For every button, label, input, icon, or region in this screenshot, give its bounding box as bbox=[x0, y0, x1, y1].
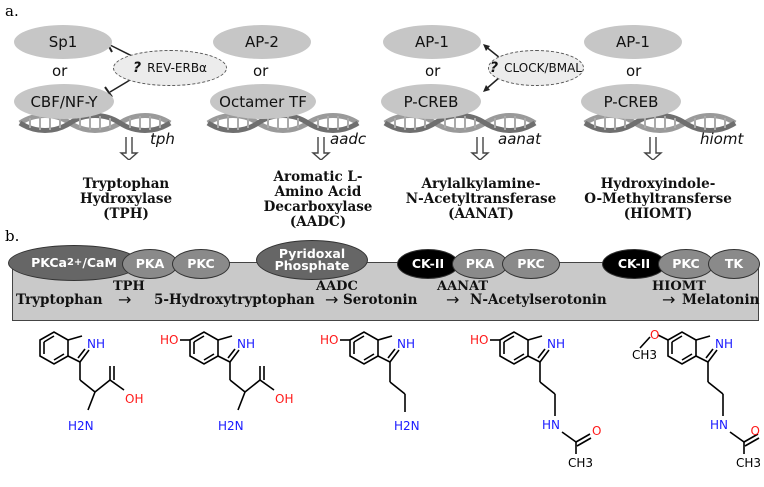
pkc-cofactor-3: PKC bbox=[658, 249, 714, 279]
compound-melatonin: Melatonin bbox=[682, 292, 760, 308]
dna-helix-3 bbox=[385, 116, 535, 131]
pyridoxal-phosphate-cofactor: Pyridoxal Phosphate bbox=[256, 240, 368, 280]
or-label-1: or bbox=[52, 62, 68, 80]
chemical-structures: NH OH H2N HO NH OH H2N HO NH H2N HO bbox=[39, 328, 761, 470]
enzyme-aadc: Aromatic L- Amino Acid Decarboxylase (AA… bbox=[263, 169, 373, 230]
dna-helices bbox=[0, 40, 764, 160]
phosphate-label: Phosphate bbox=[274, 258, 350, 273]
dna-helix-2 bbox=[208, 116, 358, 131]
enzyme-aanat: Arylalkylamine- N-Acetyltransferase (AAN… bbox=[405, 176, 557, 222]
enzyme-tph: Tryptophan Hydroxylase (TPH) bbox=[79, 176, 173, 222]
ap2-factor: AP-2 bbox=[213, 25, 311, 59]
gene-aadc: aadc bbox=[330, 130, 367, 148]
mel-o2: O bbox=[751, 424, 760, 438]
nas-ch3: CH3 bbox=[568, 456, 593, 470]
gene-hiomt: hiomt bbox=[700, 130, 744, 148]
mel-o: O bbox=[650, 328, 659, 342]
pka-cofactor-1: PKA bbox=[122, 249, 178, 279]
pyridoxal-label: Pyridoxal bbox=[278, 246, 346, 261]
ck2-cofactor-1: CK-II bbox=[397, 249, 459, 279]
pathway-arrow-1: → bbox=[118, 290, 132, 309]
dna-helix-4 bbox=[585, 116, 735, 131]
pka-cofactor-2: PKA bbox=[452, 249, 508, 279]
trp-oh: OH bbox=[125, 392, 143, 406]
serotonin-structure bbox=[340, 331, 406, 412]
melatonin-structure bbox=[639, 331, 760, 454]
nas-hn: HN bbox=[542, 418, 560, 432]
mel-ch3: CH3 bbox=[632, 348, 657, 362]
tryptophan-structure bbox=[39, 331, 125, 411]
gene-aanat: aanat bbox=[498, 130, 541, 148]
cam-label: /CaM bbox=[82, 255, 117, 270]
serotonin-ho: HO bbox=[320, 333, 338, 347]
pkc-cofactor-2: PKC bbox=[502, 249, 560, 279]
pkca-label: PKCa bbox=[31, 255, 67, 270]
compound-5-hydroxytryptophan: 5-Hydroxytryptophan bbox=[154, 292, 315, 308]
mel-hn: HN bbox=[710, 418, 728, 432]
mel-ch3-2: CH3 bbox=[736, 456, 761, 470]
sp1-factor: Sp1 bbox=[14, 25, 112, 59]
trp-h2n: H2N bbox=[68, 419, 94, 433]
p-creb-factor-b: P-CREB bbox=[581, 84, 681, 119]
pathway-enzyme-aanat: AANAT bbox=[437, 279, 489, 294]
clock-bmal-regulator: ? CLOCK/BMAL bbox=[488, 50, 584, 86]
trp-nh: NH bbox=[87, 337, 105, 351]
ap1-factor-b: AP-1 bbox=[584, 25, 682, 59]
or-label-2: or bbox=[253, 62, 269, 80]
p-creb-factor-a: P-CREB bbox=[381, 84, 481, 119]
compound-n-acetylserotonin: N-Acetylserotonin bbox=[470, 292, 607, 308]
pathway-enzyme-aadc: AADC bbox=[316, 279, 358, 294]
tk-cofactor: TK bbox=[708, 249, 760, 279]
pathway-arrow-3: → bbox=[446, 290, 460, 309]
5htp-h2n: H2N bbox=[218, 419, 244, 433]
panel-b-label: b. bbox=[5, 227, 20, 245]
mel-nh: NH bbox=[715, 337, 733, 351]
compound-serotonin: Serotonin bbox=[343, 292, 418, 308]
nas-ho: HO bbox=[470, 333, 488, 347]
dna-helix-1 bbox=[20, 116, 170, 131]
nas-o: O bbox=[592, 424, 601, 438]
n-acetylserotonin-structure bbox=[490, 331, 592, 454]
5htp-nh: NH bbox=[237, 337, 255, 351]
enzyme-hiomt: Hydroxyindole- O-Methyltransferse (HIOMT… bbox=[584, 176, 732, 222]
panel-a-label: a. bbox=[5, 2, 19, 20]
serotonin-h2n: H2N bbox=[394, 419, 420, 433]
pkca-superscript: 2+ bbox=[66, 257, 83, 268]
gene-tph: tph bbox=[150, 130, 175, 148]
compound-tryptophan: Tryptophan bbox=[16, 292, 103, 308]
clock-bmal-label: CLOCK/BMAL bbox=[504, 61, 582, 75]
ap1-factor-a: AP-1 bbox=[383, 25, 481, 59]
serotonin-nh: NH bbox=[397, 337, 415, 351]
octamer-tf-factor: Octamer TF bbox=[210, 84, 316, 119]
pathway-arrow-2: → bbox=[325, 290, 339, 309]
question-mark: ? bbox=[490, 60, 499, 76]
pathway-enzyme-hiomt: HIOMT bbox=[652, 279, 706, 294]
5htp-oh: OH bbox=[275, 392, 293, 406]
pkc-cofactor-1: PKC bbox=[172, 249, 230, 279]
cbf-nfy-factor: CBF/NF-Y bbox=[14, 84, 114, 119]
5htp-structure bbox=[180, 331, 275, 411]
or-label-4: or bbox=[626, 62, 642, 80]
or-label-3: or bbox=[425, 62, 441, 80]
ck2-cofactor-2: CK-II bbox=[602, 249, 666, 279]
pathway-arrow-4: → bbox=[662, 290, 676, 309]
pathway-enzyme-tph: TPH bbox=[113, 279, 145, 294]
5htp-ho: HO bbox=[160, 333, 178, 347]
nas-nh: NH bbox=[547, 337, 565, 351]
question-mark: ? bbox=[133, 60, 142, 76]
rev-erba-regulator: ? REV-ERBα bbox=[113, 50, 227, 86]
rev-erba-label: REV-ERBα bbox=[147, 61, 207, 75]
